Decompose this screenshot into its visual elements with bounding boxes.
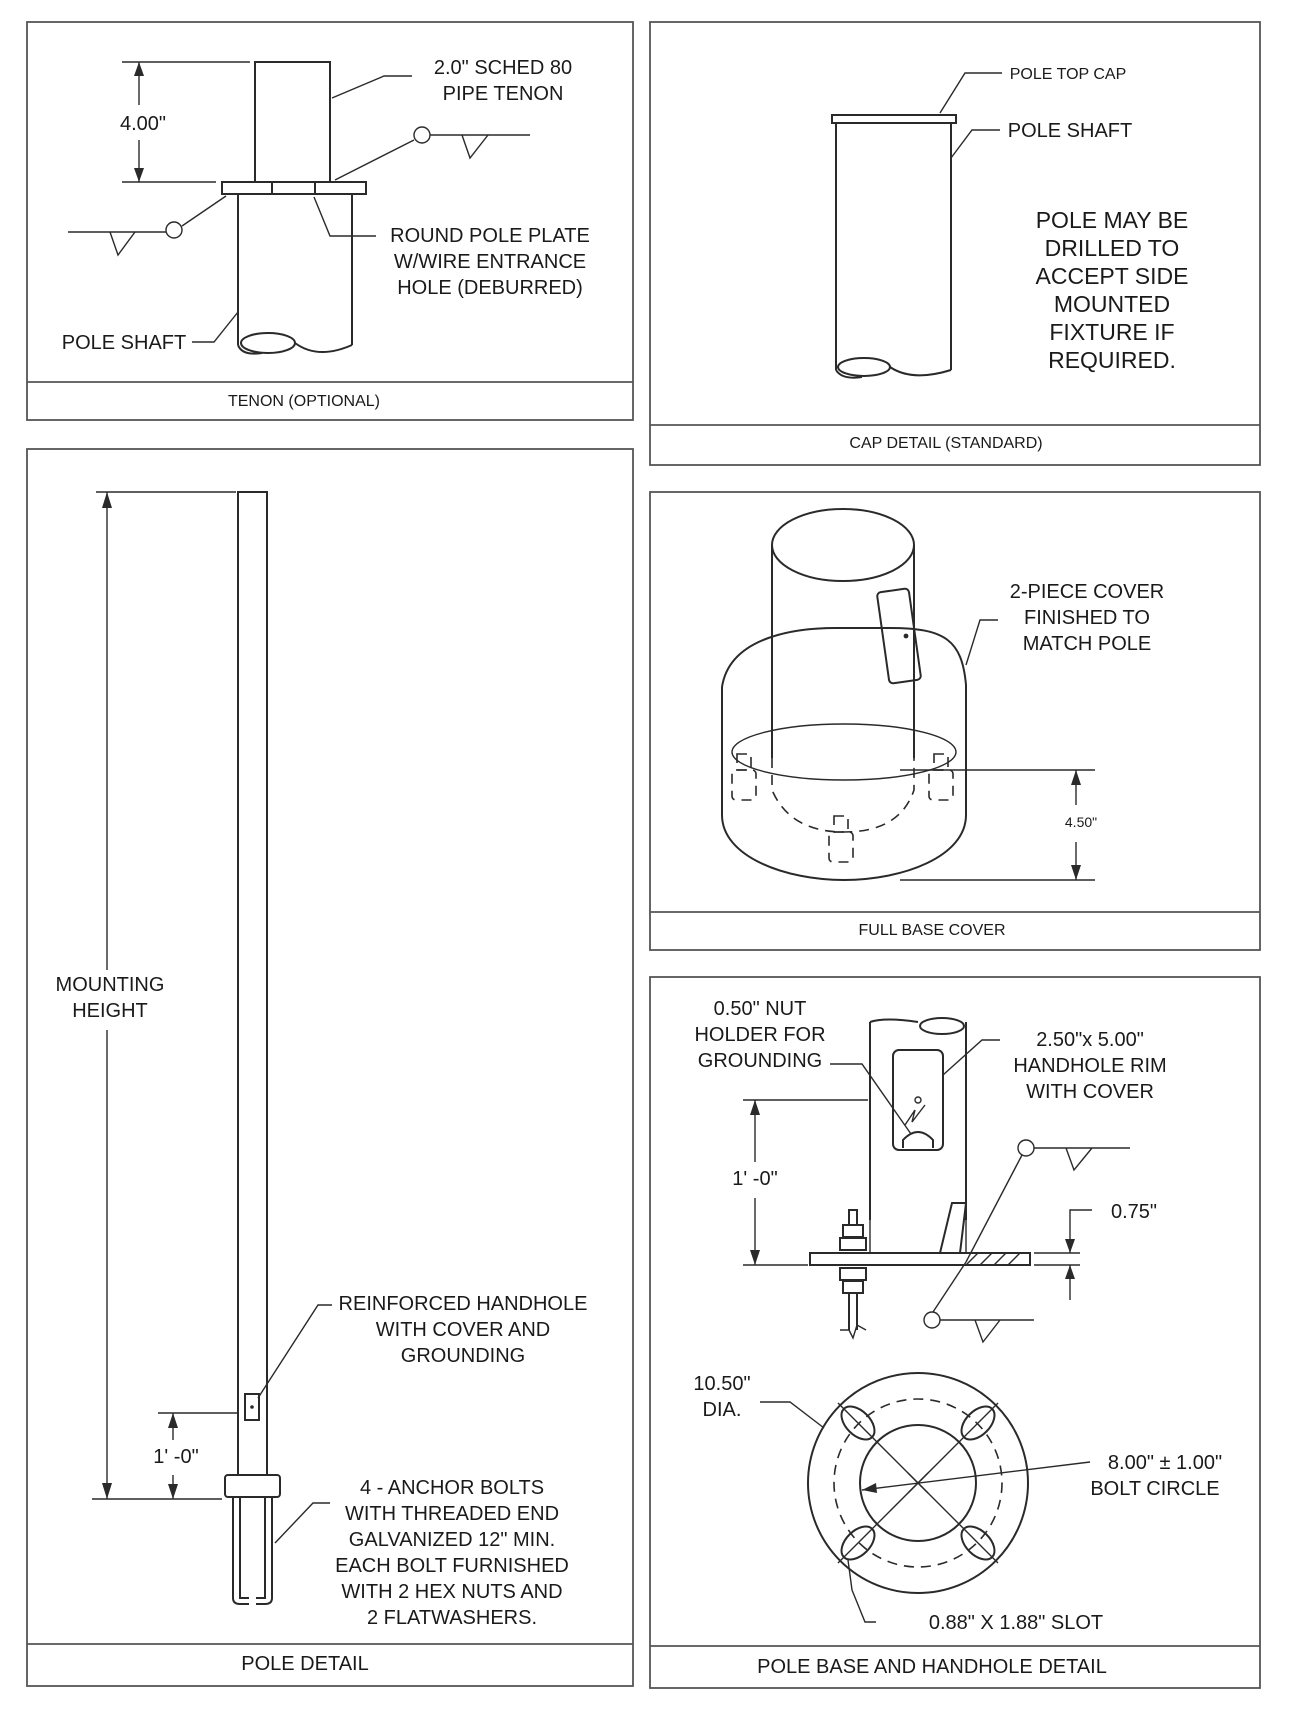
pole-frame: [26, 448, 634, 1687]
pole-base: [224, 1474, 281, 1498]
bolt-nut-bottom: [839, 1267, 867, 1281]
anchor-bolt-right: [256, 1497, 273, 1605]
rim-label-2: HANDHOLE RIM: [1013, 1055, 1166, 1077]
slot-top-right: [960, 1405, 996, 1441]
cap-note-6: REQUIRED.: [1048, 347, 1176, 373]
nut-label-2: HOLDER FOR: [694, 1024, 825, 1046]
slot-label: 0.88" X 1.88" SLOT: [929, 1612, 1103, 1634]
bolt-nut-top: [842, 1224, 864, 1238]
diameter-label-1: 10.50": [693, 1373, 750, 1395]
cover-label-2: FINISHED TO: [1024, 607, 1150, 629]
anchor-label-4: EACH BOLT FURNISHED: [335, 1555, 569, 1577]
base-cover-frame: [649, 491, 1261, 951]
cap-note-5: FIXTURE IF: [1049, 319, 1174, 345]
base-handhole-panel: POLE BASE AND HANDHOLE DETAIL: [649, 976, 1261, 1689]
tenon-pole-shaft: [237, 194, 353, 345]
base-height-dim: 1' -0": [732, 1168, 777, 1190]
base-handhole-frame: [649, 976, 1261, 1689]
tenon-label-2: PIPE TENON: [443, 83, 564, 105]
slot-bottom-right: [960, 1525, 996, 1561]
cap-note-4: MOUNTED: [1054, 291, 1170, 317]
cap-note-3: ACCEPT SIDE: [1036, 263, 1189, 289]
pole-shaft: [237, 491, 268, 1476]
cap-panel: CAP DETAIL (STANDARD) POLE TOP CAP POLE …: [649, 21, 1261, 466]
anchor-bolt-left: [232, 1497, 249, 1605]
mounting-height-label-1: MOUNTING: [56, 974, 165, 996]
tenon-shaft-label: POLE SHAFT: [62, 332, 186, 354]
pole-top-cap: [831, 114, 957, 124]
cap-frame: [649, 21, 1261, 466]
weld-symbol-circle: [413, 126, 431, 144]
round-pole-plate: [221, 181, 367, 195]
nut-label-1: 0.50" NUT: [714, 998, 807, 1020]
cap-note-1: POLE MAY BE: [1036, 207, 1189, 233]
base-plate-plan: [807, 1372, 1029, 1594]
handhole-label-3: GROUNDING: [401, 1345, 525, 1367]
slot-top-left: [840, 1405, 876, 1441]
cap-shaft-label: POLE SHAFT: [1008, 120, 1132, 142]
anchor-label-1: 4 - ANCHOR BOLTS: [360, 1477, 544, 1499]
diameter-label-2: DIA.: [703, 1399, 742, 1421]
plate-label-1: ROUND POLE PLATE: [390, 225, 590, 247]
nut-label-3: GROUNDING: [698, 1050, 822, 1072]
pole-handhole: [244, 1393, 260, 1421]
cap-title: CAP DETAIL (STANDARD): [849, 435, 1042, 452]
anchor-label-3: GALVANIZED 12" MIN.: [349, 1529, 555, 1551]
cap-label: POLE TOP CAP: [1010, 66, 1127, 83]
base-handhole-title: POLE BASE AND HANDHOLE DETAIL: [757, 1656, 1107, 1678]
tenon-pipe: [254, 61, 331, 183]
tenon-title: TENON (OPTIONAL): [228, 393, 380, 410]
pole-opening-plan: [859, 1424, 977, 1542]
mounting-height-label-2: HEIGHT: [72, 1000, 148, 1022]
handhole-label-2: WITH COVER AND: [376, 1319, 550, 1341]
pole-title: POLE DETAIL: [241, 1653, 368, 1675]
base-cover-title: FULL BASE COVER: [858, 922, 1005, 939]
bolt-circle: [833, 1398, 1003, 1568]
anchor-label-6: 2 FLATWASHERS.: [367, 1607, 537, 1629]
base-cover-pipe-top: [771, 508, 915, 582]
handhole-height-dim: 1' -0": [153, 1446, 198, 1468]
bolt-circle-label-1: 8.00" ± 1.00": [1108, 1452, 1222, 1474]
base-handhole-pole: [869, 1022, 967, 1220]
base-cover-body: [721, 627, 967, 882]
weld-symbol-circle-left: [165, 221, 183, 239]
rim-label-1: 2.50"x 5.00": [1036, 1029, 1144, 1051]
tenon-label-1: 2.0" SCHED 80: [434, 57, 572, 79]
cap-pole-shaft: [835, 123, 952, 370]
handhole-label-1: REINFORCED HANDHOLE: [339, 1293, 588, 1315]
cover-label-3: MATCH POLE: [1023, 633, 1152, 655]
rim-label-3: WITH COVER: [1026, 1081, 1154, 1103]
tenon-height-dim: 4.00": [120, 113, 166, 135]
plate-thickness-dim: 0.75": [1111, 1201, 1157, 1223]
base-plate: [809, 1252, 1031, 1266]
plate-label-2: W/WIRE ENTRANCE: [394, 251, 586, 273]
plate-label-3: HOLE (DEBURRED): [397, 277, 583, 299]
tenon-panel: TENON (OPTIONAL) 4.00" 2.0" SCHED 80 PIP…: [26, 21, 634, 421]
base-cover-panel: FULL BASE COVER 2-PIECE COVER FINISHED T…: [649, 491, 1261, 951]
anchor-label-5: WITH 2 HEX NUTS AND: [341, 1581, 562, 1603]
handhole-rim: [892, 1049, 944, 1151]
pole-detail-panel: POLE DETAIL MOUNTING HEIGHT 1' -0" REINF…: [26, 448, 634, 1687]
anchor-label-2: WITH THREADED END: [345, 1503, 559, 1525]
base-cover-height-dim: 4.50": [1065, 814, 1097, 830]
cap-note-2: DRILLED TO: [1045, 235, 1180, 261]
bolt-circle-label-2: BOLT CIRCLE: [1090, 1478, 1219, 1500]
base-cover-handhole: [876, 587, 922, 685]
slot-bottom-left: [840, 1525, 876, 1561]
gusset: [938, 1202, 968, 1254]
cover-label-1: 2-PIECE COVER: [1010, 581, 1164, 603]
tenon-frame: [26, 21, 634, 421]
